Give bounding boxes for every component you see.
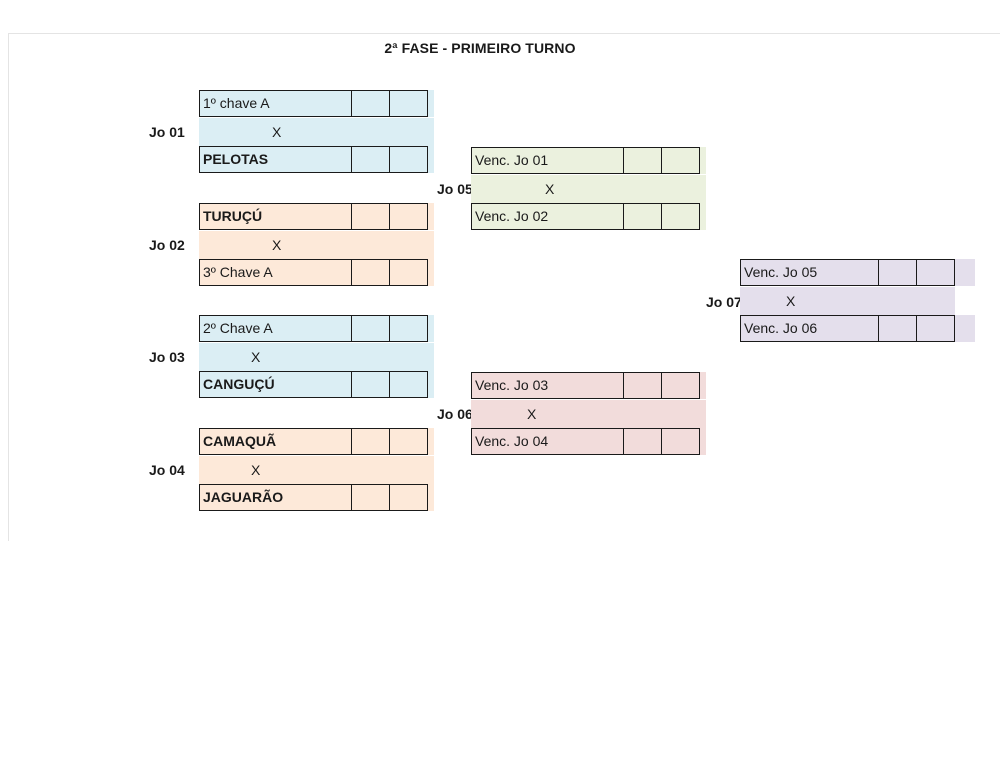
sheet-border-left: [8, 33, 9, 541]
team1-score-cell-2[interactable]: [389, 90, 428, 117]
team2-name-cell[interactable]: JAGUARÃO: [199, 484, 352, 511]
match-label-jo07: Jo 07: [706, 294, 742, 310]
match-jo03: 2º Chave A X CANGUÇÚ: [199, 315, 434, 400]
team1-score-cell-1[interactable]: [623, 147, 662, 174]
team1-name-cell[interactable]: 2º Chave A: [199, 315, 352, 342]
match-team2-row: Venc. Jo 02: [471, 203, 706, 230]
team1-score-cell-2[interactable]: [389, 428, 428, 455]
team1-score-cell-2[interactable]: [389, 315, 428, 342]
versus-mark: X: [272, 237, 282, 253]
match-versus-row: X: [199, 231, 434, 259]
match-jo01: 1º chave A X PELOTAS: [199, 90, 434, 175]
match-team2-row: CANGUÇÚ: [199, 371, 434, 398]
team2-score-cell-2[interactable]: [389, 484, 428, 511]
team2-score-cell-2[interactable]: [661, 203, 700, 230]
versus-mark: X: [527, 406, 537, 422]
page-title: 2ª FASE - PRIMEIRO TURNO: [384, 40, 576, 56]
team1-name-cell[interactable]: CAMAQUÃ: [199, 428, 352, 455]
match-label-jo02: Jo 02: [149, 237, 185, 253]
match-team2-row: PELOTAS: [199, 146, 434, 173]
match-team1-row: CAMAQUÃ: [199, 428, 434, 455]
match-versus-row: X: [740, 287, 955, 315]
team2-score-cell-1[interactable]: [623, 203, 662, 230]
team1-score-cell-2[interactable]: [916, 259, 955, 286]
match-versus-row: X: [471, 175, 706, 203]
team2-score-cell-2[interactable]: [389, 371, 428, 398]
match-versus-row: X: [199, 343, 434, 371]
versus-mark: X: [251, 349, 261, 365]
match-team1-row: Venc. Jo 05: [740, 259, 975, 286]
team1-score-cell-2[interactable]: [661, 147, 700, 174]
match-versus-row: X: [199, 118, 434, 146]
match-team1-row: 2º Chave A: [199, 315, 434, 342]
match-label-jo05: Jo 05: [437, 181, 473, 197]
match-versus-row: X: [199, 456, 434, 484]
team1-name-cell[interactable]: 1º chave A: [199, 90, 352, 117]
team1-score-cell-1[interactable]: [623, 372, 662, 399]
versus-mark: X: [272, 124, 282, 140]
match-team2-row: Venc. Jo 04: [471, 428, 706, 455]
team1-score-cell-2[interactable]: [661, 372, 700, 399]
versus-mark: X: [545, 181, 555, 197]
team2-score-cell-2[interactable]: [389, 259, 428, 286]
team2-name-cell[interactable]: Venc. Jo 02: [471, 203, 624, 230]
team2-score-cell-1[interactable]: [351, 259, 390, 286]
match-team1-row: TURUÇÚ: [199, 203, 434, 230]
versus-mark: X: [251, 462, 261, 478]
match-jo05: Venc. Jo 01 X Venc. Jo 02: [471, 147, 706, 232]
match-team1-row: Venc. Jo 01: [471, 147, 706, 174]
team1-name-cell[interactable]: Venc. Jo 05: [740, 259, 879, 286]
team1-name-cell[interactable]: Venc. Jo 03: [471, 372, 624, 399]
team2-score-cell-1[interactable]: [623, 428, 662, 455]
match-jo07: Venc. Jo 05 X Venc. Jo 06: [740, 259, 975, 344]
team2-score-cell-2[interactable]: [916, 315, 955, 342]
match-label-jo04: Jo 04: [149, 462, 185, 478]
team2-name-cell[interactable]: 3º Chave A: [199, 259, 352, 286]
team2-score-cell-1[interactable]: [351, 484, 390, 511]
team2-name-cell[interactable]: Venc. Jo 04: [471, 428, 624, 455]
match-team2-row: 3º Chave A: [199, 259, 434, 286]
match-jo06: Venc. Jo 03 X Venc. Jo 04: [471, 372, 706, 457]
match-team1-row: Venc. Jo 03: [471, 372, 706, 399]
team2-score-cell-2[interactable]: [661, 428, 700, 455]
match-jo02: TURUÇÚ X 3º Chave A: [199, 203, 434, 288]
match-team1-row: 1º chave A: [199, 90, 434, 117]
match-label-jo06: Jo 06: [437, 406, 473, 422]
team1-score-cell-1[interactable]: [351, 90, 390, 117]
match-label-jo01: Jo 01: [149, 124, 185, 140]
team1-name-cell[interactable]: TURUÇÚ: [199, 203, 352, 230]
team2-name-cell[interactable]: Venc. Jo 06: [740, 315, 879, 342]
team1-score-cell-2[interactable]: [389, 203, 428, 230]
team2-score-cell-1[interactable]: [351, 146, 390, 173]
team2-score-cell-1[interactable]: [878, 315, 917, 342]
team1-name-cell[interactable]: Venc. Jo 01: [471, 147, 624, 174]
match-team2-row: JAGUARÃO: [199, 484, 434, 511]
match-versus-row: X: [471, 400, 706, 428]
match-label-jo03: Jo 03: [149, 349, 185, 365]
team1-score-cell-1[interactable]: [351, 203, 390, 230]
team2-score-cell-1[interactable]: [351, 371, 390, 398]
match-jo04: CAMAQUÃ X JAGUARÃO: [199, 428, 434, 513]
sheet-border-top: [8, 33, 1000, 34]
team1-score-cell-1[interactable]: [351, 315, 390, 342]
team1-score-cell-1[interactable]: [878, 259, 917, 286]
versus-mark: X: [786, 293, 796, 309]
team2-name-cell[interactable]: CANGUÇÚ: [199, 371, 352, 398]
team2-name-cell[interactable]: PELOTAS: [199, 146, 352, 173]
team2-score-cell-2[interactable]: [389, 146, 428, 173]
team1-score-cell-1[interactable]: [351, 428, 390, 455]
match-team2-row: Venc. Jo 06: [740, 315, 975, 342]
